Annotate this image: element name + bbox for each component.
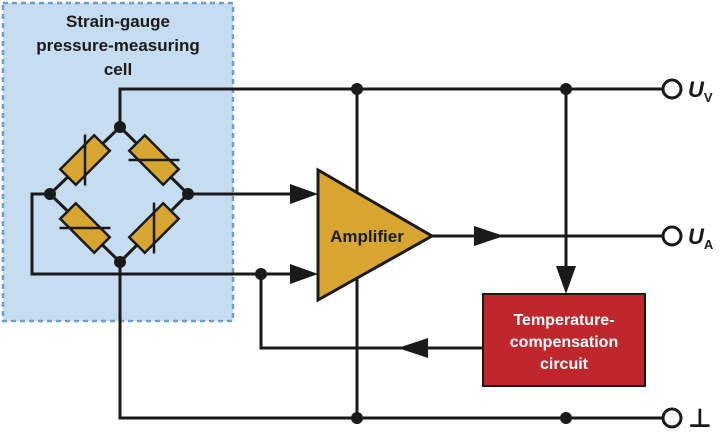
arrow-to-compensation [556, 266, 576, 294]
arrows [290, 184, 576, 358]
cell-title-line2: pressure-measuring [36, 36, 199, 55]
arrow-input-minus [290, 264, 318, 284]
strain-gauge-top-left [58, 133, 112, 187]
amplifier-triangle [316, 167, 436, 303]
compensation-box [482, 293, 646, 387]
ground-symbol: ⊥ [688, 404, 712, 434]
strain-gauge-top-right [127, 133, 181, 187]
compensation-line2: compensation [510, 334, 618, 351]
cell-title-line3: cell [104, 60, 132, 79]
arrow-input-plus [290, 184, 318, 204]
output-voltage-label: UA [688, 224, 714, 252]
compensation-line1: Temperature- [513, 312, 614, 329]
compensation-line3: circuit [540, 356, 589, 373]
strain-gauge-bottom-left [58, 201, 112, 255]
cell-title-line1: Strain-gauge [66, 12, 170, 31]
strain-gauge-bottom-right [127, 201, 181, 255]
pressure-cell-box [1, 1, 235, 323]
terminal-supply [661, 78, 683, 100]
junction-dots [44, 83, 572, 424]
arrow-output [474, 226, 504, 246]
arrow-feedback [398, 338, 428, 358]
terminal-ground [661, 407, 683, 429]
terminal-output [661, 225, 683, 247]
supply-voltage-label: UV [688, 77, 713, 105]
amplifier-label: Amplifier [330, 227, 404, 246]
